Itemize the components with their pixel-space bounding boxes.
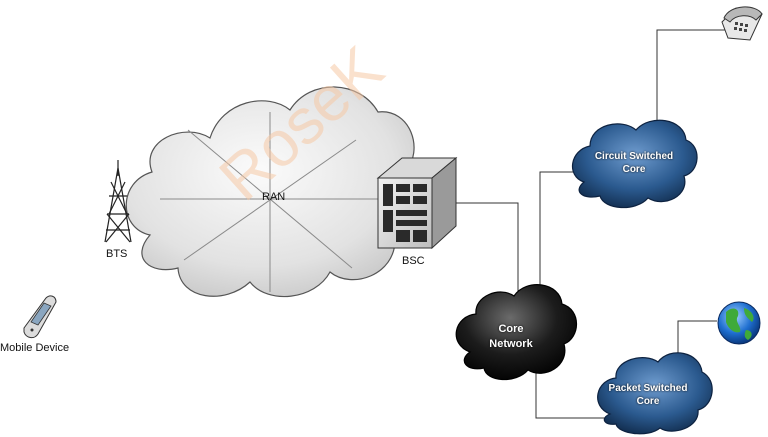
ran-label: RAN <box>262 191 286 203</box>
core-to-circuit-link <box>539 171 585 300</box>
bts-label: BTS <box>106 248 128 260</box>
packet-to-globe-link <box>677 320 717 360</box>
ran-spokes <box>160 112 385 292</box>
mobile-device-label: Mobile Device <box>0 342 70 354</box>
packet-switched-core-label: Packet Switched Core <box>602 382 694 408</box>
telephone-icon <box>721 6 763 41</box>
core-network-label: Core Network <box>474 322 548 352</box>
bts-tower-icon <box>104 160 132 243</box>
ran-cloud <box>125 86 423 298</box>
bsc-server-icon <box>376 156 458 250</box>
packet-label-line2: Core <box>636 396 660 407</box>
bsc-to-core-link <box>455 202 519 305</box>
circuit-switched-cloud <box>571 119 698 209</box>
core-network-cloud <box>455 284 577 381</box>
circuit-to-phone-link <box>656 29 727 120</box>
core-label-line1: Core <box>498 323 524 335</box>
packet-label-line1: Packet Switched <box>608 383 688 394</box>
packet-switched-cloud <box>597 352 713 435</box>
mobile-phone-icon <box>23 295 57 339</box>
connection-lines <box>455 29 727 419</box>
circuit-switched-core-label: Circuit Switched Core <box>589 150 679 176</box>
globe-icon <box>717 301 761 345</box>
circuit-label-line2: Core <box>622 164 646 175</box>
circuit-label-line1: Circuit Switched <box>594 151 674 162</box>
bsc-label: BSC <box>402 255 425 267</box>
core-to-packet-link <box>535 372 610 419</box>
core-label-line2: Network <box>489 338 533 350</box>
